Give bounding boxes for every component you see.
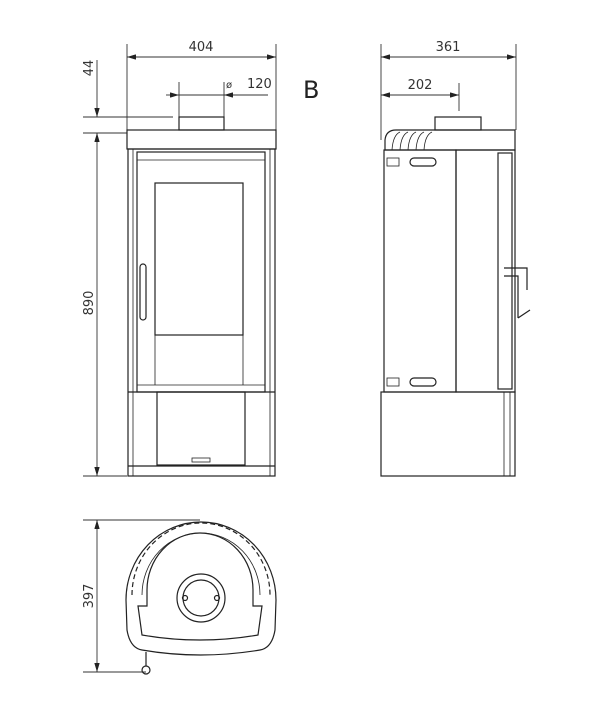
flue-diameter-dimension: ø 120: [166, 77, 272, 118]
door-handle: [139, 263, 147, 321]
side-view: 361 202: [380, 40, 531, 477]
ash-drawer: [156, 391, 246, 466]
door-frame: [136, 151, 266, 393]
height-value: 890: [82, 291, 97, 316]
diameter-symbol: ø: [226, 80, 232, 91]
view-label: B: [303, 76, 319, 104]
side-top-plate: [384, 129, 516, 151]
depth-value: 361: [436, 40, 461, 55]
glass-window: [154, 182, 244, 336]
top-view: 397: [82, 519, 277, 675]
stove-body: [127, 148, 276, 477]
flue-offset-value: 202: [408, 78, 433, 93]
flue-offset-dimension: 202: [381, 78, 460, 111]
side-door-handle: [504, 267, 531, 319]
flue-collar: [176, 573, 226, 623]
handle-knob: [141, 665, 151, 675]
vent-slot: [409, 377, 437, 387]
top-outline: [125, 521, 277, 656]
side-door-profile: [497, 152, 513, 390]
side-pedestal: [380, 391, 516, 477]
height-dimension: 890: [82, 133, 127, 477]
top-inner-plate: [137, 532, 263, 641]
top-depth-dimension: 397: [82, 519, 200, 673]
top-depth-value: 397: [82, 584, 97, 609]
flue-diameter-value: 120: [247, 77, 272, 92]
flue-height-value: 44: [82, 60, 97, 77]
flue-outlet: [178, 116, 225, 131]
depth-dimension: 361: [380, 40, 517, 140]
vent-slot: [409, 157, 437, 167]
side-flue-outlet: [434, 116, 482, 131]
side-body: [383, 149, 457, 393]
flue-height-dimension: 44: [82, 60, 173, 134]
top-plate: [126, 129, 277, 150]
width-dimension: 404: [126, 40, 277, 130]
front-view: 404 ø 120 44 890: [82, 40, 277, 477]
width-value: 404: [189, 40, 214, 55]
